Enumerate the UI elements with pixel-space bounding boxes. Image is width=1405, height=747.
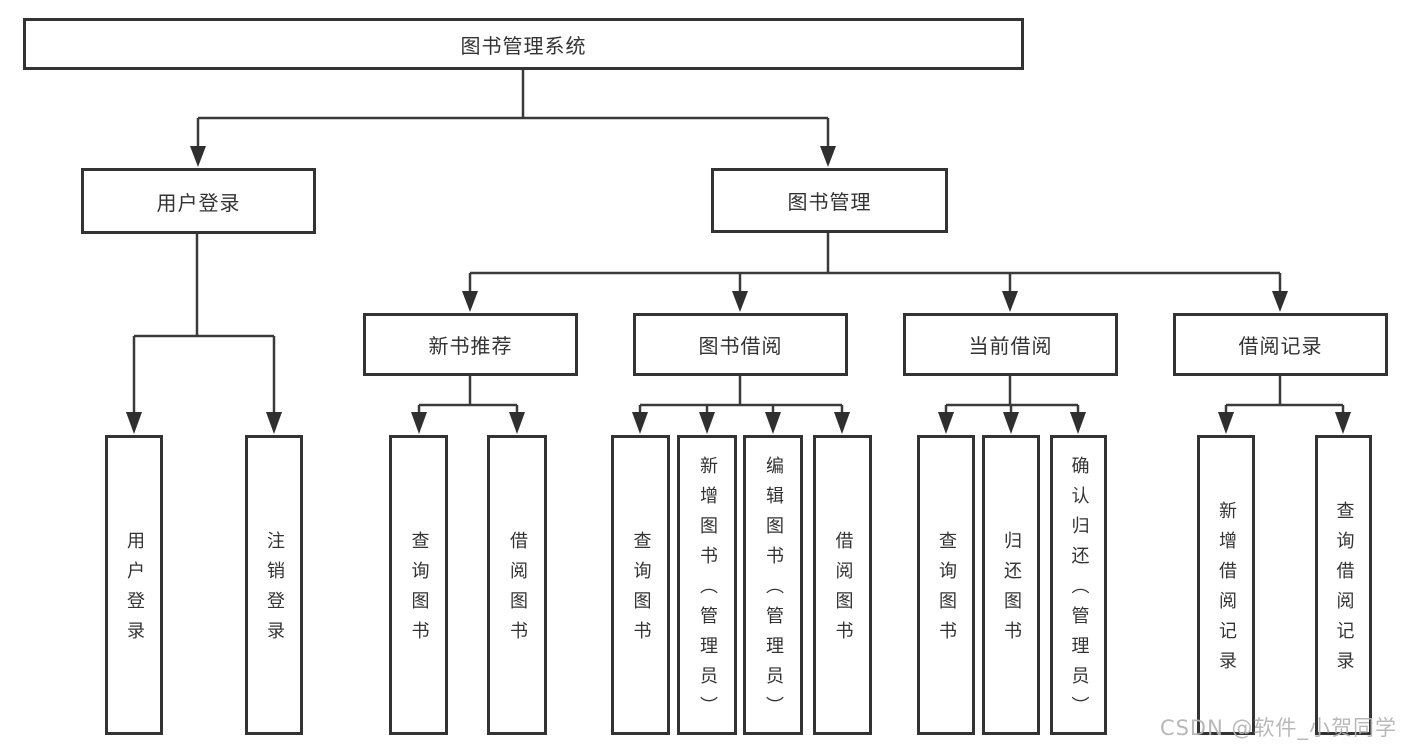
leaf-edit-book-admin: 编辑图书（管理员） [743, 435, 803, 735]
leaf-query-books-current-label: 查询图书 [936, 531, 957, 651]
leaf-add-book-admin-label: 新增图书（管理员） [697, 456, 718, 726]
csdn-watermark: CSDN @软件_小贺同学 [1159, 716, 1397, 740]
node-book-borrow: 图书借阅 [633, 313, 848, 376]
node-new-book-recommend: 新书推荐 [363, 313, 578, 376]
leaf-borrow-books-recommend-label: 借阅图书 [507, 531, 528, 651]
leaf-confirm-return-admin-label: 确认归还（管理员） [1068, 456, 1090, 726]
leaf-add-borrow-record-label: 新增借阅记录 [1216, 501, 1237, 681]
leaf-query-books-recommend-label: 查询图书 [408, 531, 430, 651]
leaf-query-borrow-record-label: 查询借阅记录 [1333, 501, 1355, 681]
leaf-logout-login-label: 注销登录 [264, 531, 285, 651]
leaf-user-login: 用户登录 [105, 435, 163, 735]
node-borrow-records: 借阅记录 [1173, 313, 1388, 376]
leaf-add-book-admin: 新增图书（管理员） [677, 435, 737, 735]
leaf-borrow-books-label: 借阅图书 [832, 531, 854, 651]
leaf-add-borrow-record: 新增借阅记录 [1197, 435, 1255, 735]
leaf-query-borrow-record: 查询借阅记录 [1315, 435, 1372, 735]
leaf-query-books-borrow-label: 查询图书 [630, 531, 652, 651]
node-current-borrow: 当前借阅 [903, 313, 1118, 376]
leaf-query-books-recommend: 查询图书 [389, 435, 448, 735]
connector-paths [132, 70, 1345, 415]
arrowheads [126, 146, 1351, 434]
leaf-confirm-return-admin: 确认归还（管理员） [1050, 435, 1107, 735]
leaf-user-login-label: 用户登录 [124, 531, 145, 651]
leaf-borrow-books: 借阅图书 [813, 435, 872, 735]
node-root: 图书管理系统 [23, 18, 1024, 70]
leaf-edit-book-admin-label: 编辑图书（管理员） [763, 456, 784, 726]
node-user-login: 用户登录 [81, 168, 316, 234]
leaf-return-books: 归还图书 [982, 435, 1040, 735]
leaf-query-books-current: 查询图书 [917, 435, 975, 735]
leaf-return-books-label: 归还图书 [1001, 531, 1022, 651]
leaf-borrow-books-recommend: 借阅图书 [487, 435, 547, 735]
node-book-management: 图书管理 [711, 168, 948, 233]
leaf-logout-login: 注销登录 [245, 435, 303, 735]
leaf-query-books-borrow: 查询图书 [611, 435, 670, 735]
